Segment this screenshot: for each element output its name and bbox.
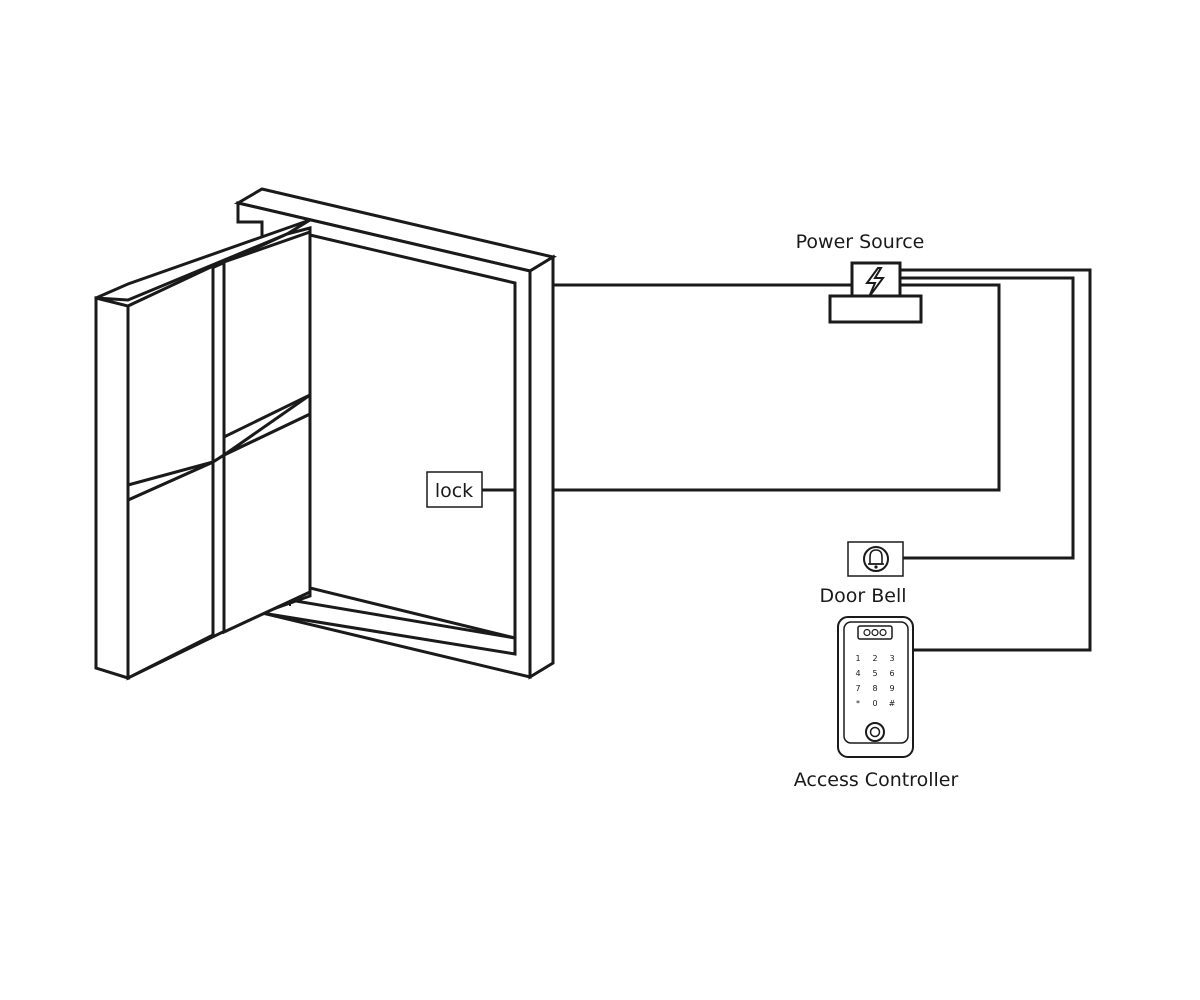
card-reader-icon (857, 625, 893, 640)
lock-label: lock (435, 480, 473, 502)
keypad-key: 4 (855, 669, 860, 678)
fingerprint-sensor-icon (865, 722, 885, 742)
access-controller-label: Access Controller (794, 769, 959, 791)
lock-box: lock (426, 471, 483, 508)
keypad-key: 2 (872, 654, 877, 663)
bell-icon (863, 546, 889, 572)
power-source-label: Power Source (796, 231, 925, 253)
door-bell-label: Door Bell (819, 585, 906, 607)
lightning-bolt-icon (865, 267, 885, 298)
keypad-key: 7 (855, 684, 860, 693)
keypad-key: 0 (872, 699, 877, 708)
wiring (482, 268, 1092, 652)
keypad-key: 8 (872, 684, 877, 693)
keypad-key: 3 (889, 654, 894, 663)
keypad-key: * (856, 699, 860, 708)
door-bell (847, 541, 904, 577)
keypad-key: 1 (855, 654, 860, 663)
keypad-key: 6 (889, 669, 894, 678)
keypad-key: # (889, 699, 896, 708)
keypad: 1 2 3 4 5 6 7 8 9 * 0 # (855, 654, 895, 708)
keypad-key: 5 (872, 669, 877, 678)
keypad-key: 9 (889, 684, 894, 693)
door-leaf (94, 218, 312, 681)
power-source (828, 261, 923, 324)
access-controller: 1 2 3 4 5 6 7 8 9 * 0 # (837, 616, 914, 758)
